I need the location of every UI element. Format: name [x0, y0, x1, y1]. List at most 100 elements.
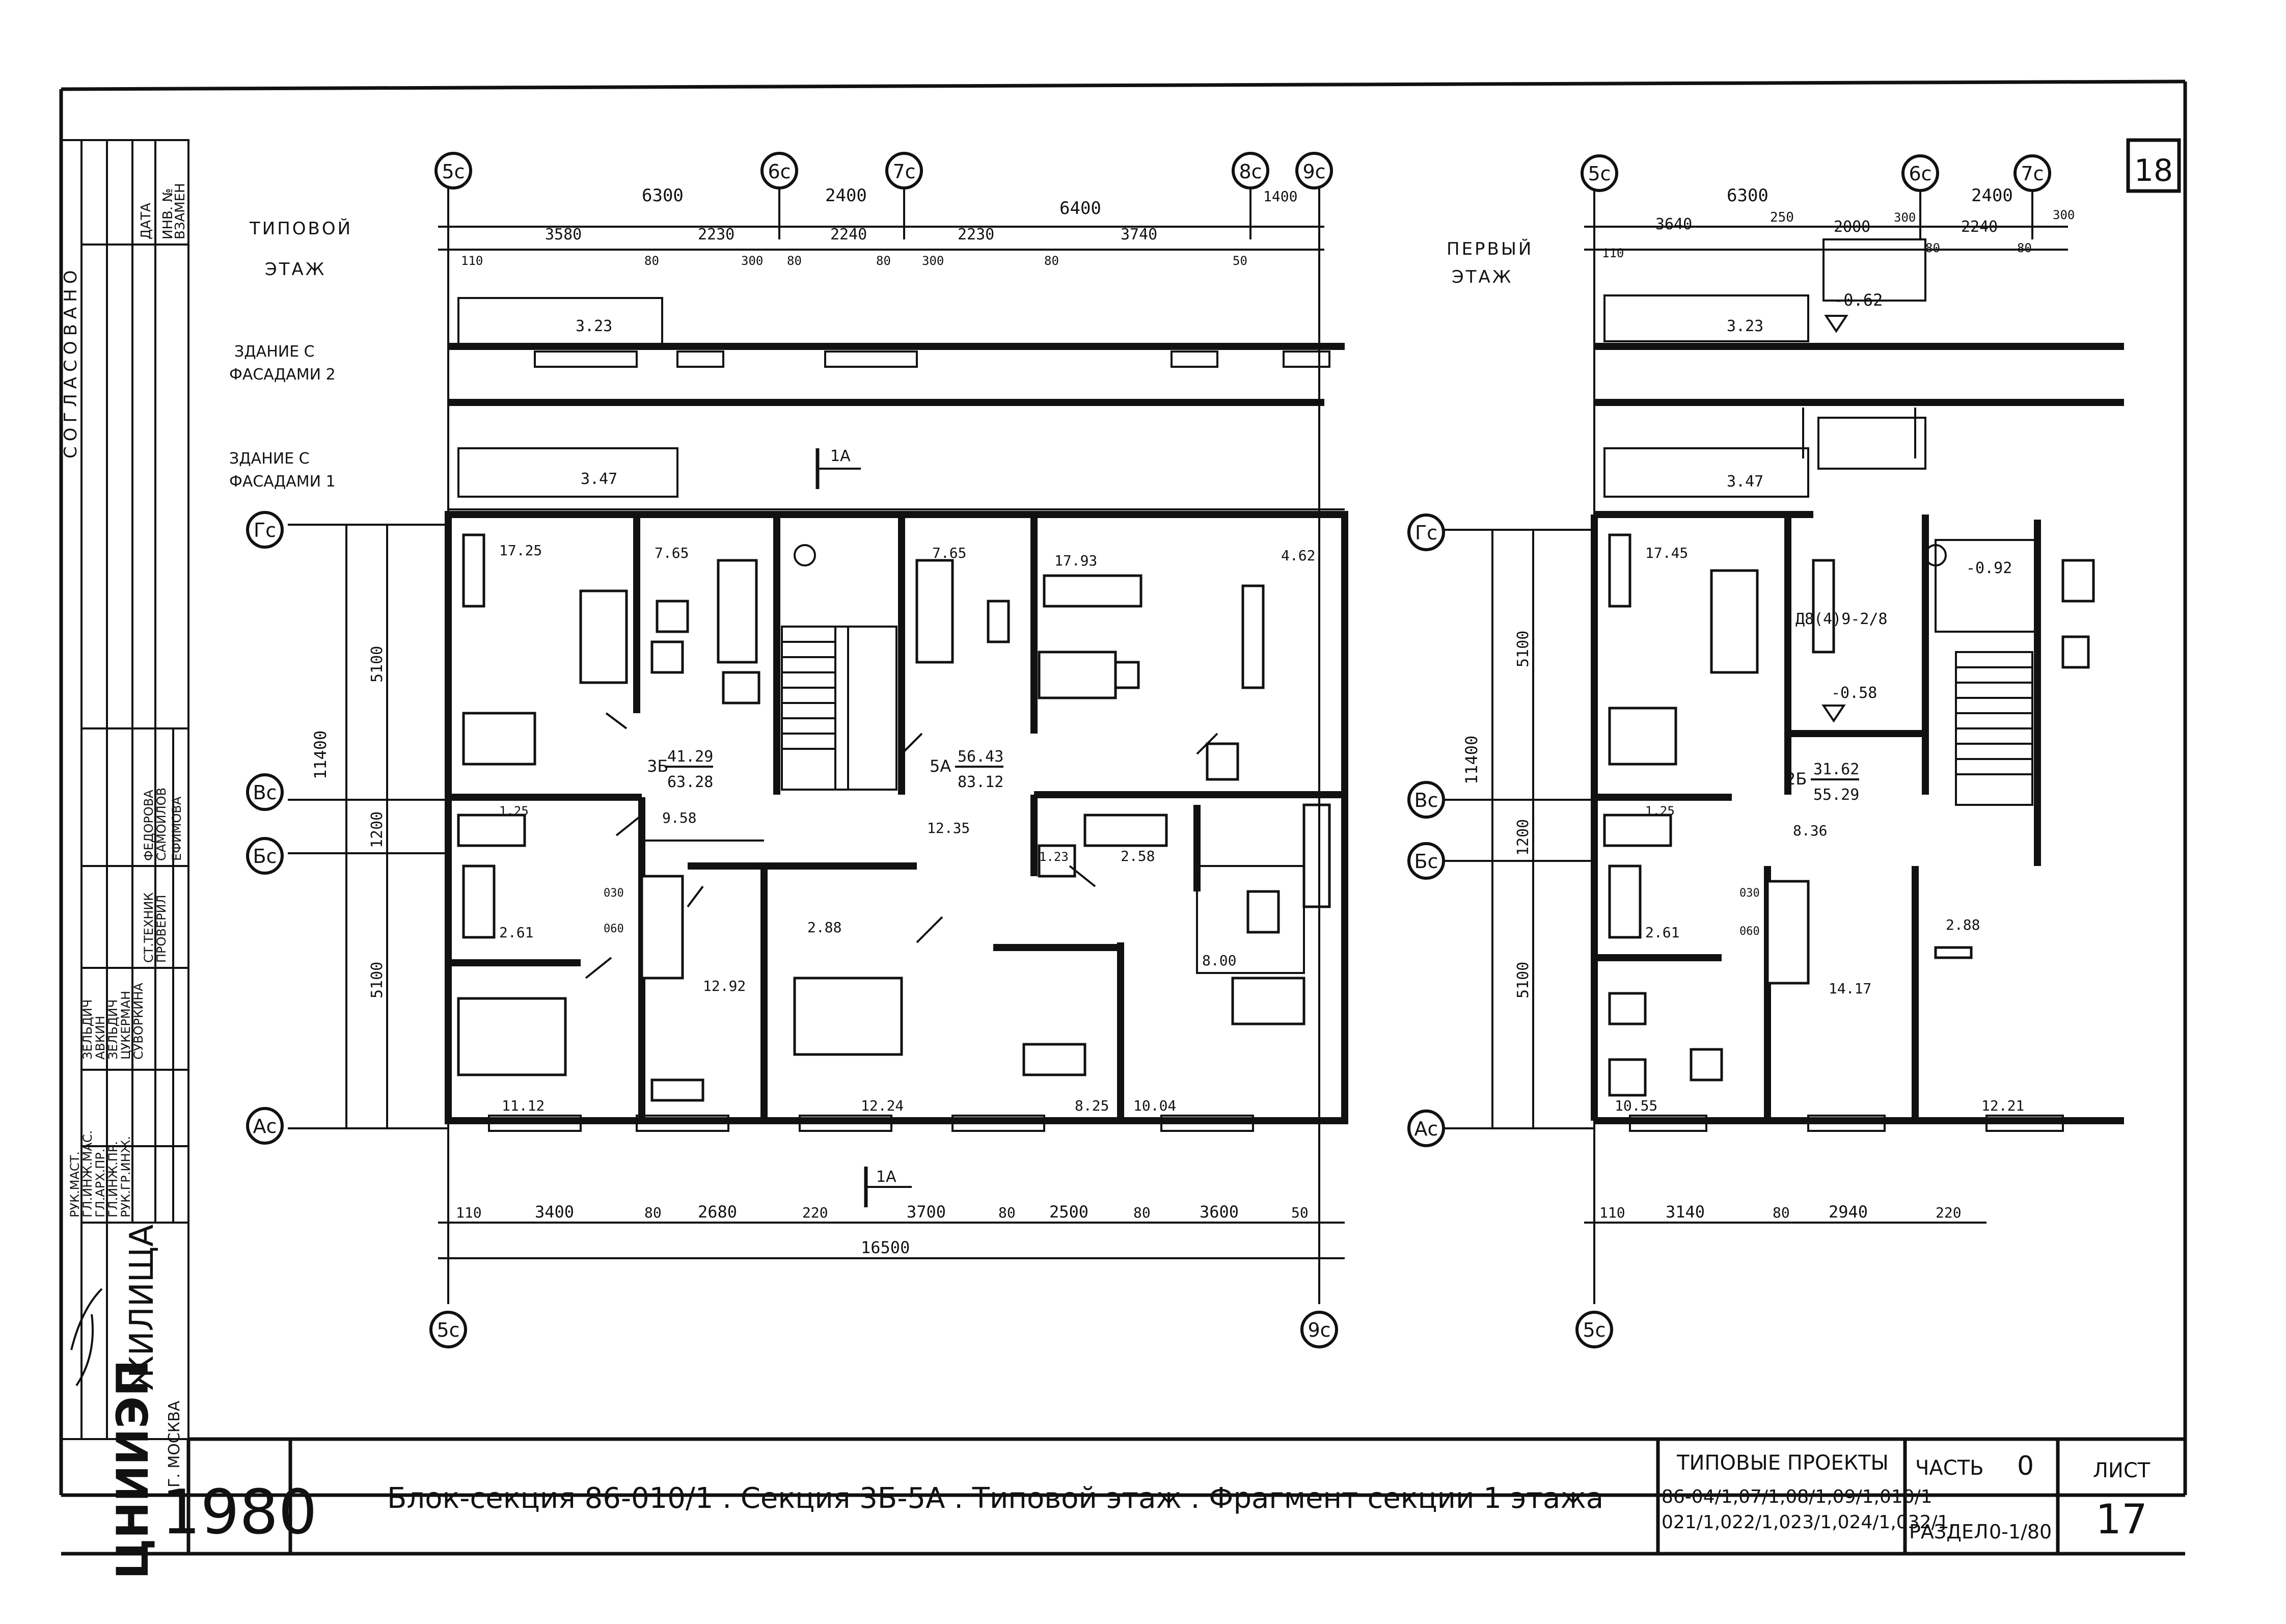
first-axis-gc: Гс	[1415, 522, 1437, 544]
axis-ac: Ас	[253, 1115, 277, 1138]
first-room-area: 14.17	[1829, 980, 1871, 997]
axis-vc: Вс	[253, 781, 277, 804]
room-area: 3.47	[581, 470, 617, 488]
dim-left-total: 11400	[311, 730, 330, 779]
first-axis-5c-top: 5с	[1588, 163, 1611, 185]
part-value: 0	[2017, 1451, 2034, 1481]
room-area: 2.88	[807, 919, 841, 936]
stamp-role2-2: ПРОВЕРИЛ	[154, 895, 169, 963]
first-room-area: 1.25	[1645, 804, 1675, 818]
first-floor-plan	[1591, 238, 2124, 1132]
room-area: 3.23	[576, 317, 612, 335]
room-area: 17.25	[499, 542, 542, 559]
room-area: 12.92	[703, 978, 746, 994]
first-dim-major-1: 6300	[1727, 185, 1768, 206]
first-room-area: 3.23	[1727, 317, 1763, 335]
first-dim-minor-4: 300	[1894, 210, 1916, 225]
dim-top-minor-2: 2230	[698, 226, 734, 243]
first-apt-living: 31.62	[1813, 761, 1859, 778]
dim-bottom-7: 80	[998, 1204, 1016, 1221]
stamp-name2-3: ЕФИМОВА	[170, 796, 184, 861]
first-room-area: 17.45	[1645, 545, 1688, 561]
facades2-line-1: ЗДАНИЕ С	[234, 343, 315, 361]
title-text: Блок-секция 86-010/1 . Секция 3Б-5А . Ти…	[387, 1482, 1603, 1515]
stamp-name-5: СУВОРКИНА	[131, 983, 146, 1060]
dim-bottom-8: 2500	[1049, 1202, 1088, 1222]
stamp-role-2: ГЛ.ИНЖ.МАС.	[80, 1130, 95, 1217]
stamp-agreed: СОГЛАСОВАНО	[61, 265, 81, 458]
dim-bottom-11: 50	[1291, 1204, 1309, 1221]
first-apt-total: 55.29	[1813, 786, 1859, 804]
room-area: 7.65	[932, 545, 966, 561]
dim-top-major-3: 6400	[1059, 198, 1101, 219]
section-value: 0-1/80	[1989, 1521, 2052, 1543]
dim-bottom-3: 80	[644, 1204, 662, 1221]
stamp-name-1: ЗЕЛЬДИЧ	[80, 999, 95, 1060]
first-dim-left-2: 1200	[1514, 819, 1532, 856]
axis-8c-top: 8с	[1239, 160, 1262, 183]
stamp-col-replace: ВЗАМЕН	[173, 183, 188, 239]
stamp-name2-2: САМОЙЛОВ	[154, 788, 169, 861]
side-stamp	[60, 139, 189, 1440]
first-room-area: 10.55	[1615, 1097, 1657, 1114]
marking-code: Д8(4)9-2/8	[1795, 610, 1888, 628]
first-dim-small-1: 110	[1602, 246, 1624, 260]
first-room-area: 2.61	[1645, 924, 1679, 941]
typical-top-axes	[434, 152, 1333, 190]
first-dim-bottom-3: 80	[1773, 1204, 1790, 1221]
room-area: 11.12	[502, 1097, 545, 1114]
org-city: Г. МОСКВА	[166, 1400, 183, 1487]
room-area: 2.61	[499, 924, 533, 941]
dim-top-minor-4: 2230	[958, 226, 994, 243]
first-axis-vc: Вс	[1414, 789, 1438, 811]
typical-title-1: ТИПОВОЙ	[249, 218, 352, 239]
dim-left-2: 1200	[368, 811, 386, 848]
first-dim-minor-5: 2240	[1961, 218, 1998, 236]
first-dim-small-4: 300	[2053, 208, 2075, 222]
first-top-axes	[1581, 154, 2051, 192]
title-year: 1980	[161, 1477, 317, 1548]
apt-3b-total: 63.28	[667, 773, 713, 791]
typical-floor-plan	[445, 297, 1348, 1207]
room-area: 10.04	[1133, 1097, 1176, 1114]
room-area: 030	[604, 887, 624, 900]
apt-5a-total: 83.12	[958, 773, 1003, 791]
dim-top-small-8: 50	[1233, 254, 1247, 268]
axis-9c-bottom: 9с	[1308, 1319, 1330, 1341]
dim-top-major-2: 2400	[825, 185, 867, 206]
org-sub: ЖИЛИЩА	[123, 1224, 161, 1391]
dim-total-width: 16500	[861, 1238, 910, 1257]
stamp-role-3: ГЛ.АРХ.ПР.	[93, 1149, 107, 1217]
first-axis-6c-top: 6с	[1909, 163, 1931, 185]
stamp-role2-1: СТ.ТЕХНИК	[142, 892, 156, 963]
org-logo: ЦНИИЭП	[107, 1360, 158, 1579]
dim-bottom-1: 110	[456, 1204, 482, 1221]
room-area: 17.93	[1054, 552, 1097, 569]
section-mark-bottom: 1А	[876, 1168, 896, 1186]
dim-top-minor-5: 3740	[1121, 226, 1157, 243]
stamp-role-5: РУК.ГР.ИНЖ.	[119, 1136, 133, 1217]
dim-top-small-3: 300	[741, 254, 763, 268]
first-dim-left-1: 5100	[1514, 631, 1532, 667]
first-axis-5c-bottom: 5с	[1583, 1319, 1605, 1341]
first-axis-7c-top: 7с	[2021, 163, 2044, 185]
first-axis-bc: Бс	[1414, 850, 1438, 873]
dim-bottom-9: 80	[1133, 1204, 1151, 1221]
dim-top-minor-3: 2240	[830, 226, 867, 243]
title-block	[61, 1437, 2185, 1556]
facades1-line-1: ЗДАНИЕ С	[229, 450, 310, 468]
stamp-role-4: ГЛ.ИНЖ.ПР.	[106, 1141, 120, 1217]
stamp-col-inv: ИНВ. №	[160, 188, 176, 239]
dim-top-small-2: 80	[644, 254, 659, 268]
room-area: 8.25	[1075, 1097, 1109, 1114]
room-area: 4.62	[1281, 547, 1315, 564]
first-dim-minor-3: 2000	[1834, 218, 1870, 236]
room-area: 8.00	[1202, 952, 1236, 969]
axis-9c-top: 9с	[1302, 160, 1325, 183]
typical-bottom-axes	[429, 1311, 1338, 1348]
axis-6c-top: 6с	[768, 160, 791, 183]
part-label: ЧАСТЬ	[1915, 1456, 1984, 1480]
room-area: 7.65	[655, 545, 689, 561]
room-area: 12.35	[927, 820, 970, 836]
